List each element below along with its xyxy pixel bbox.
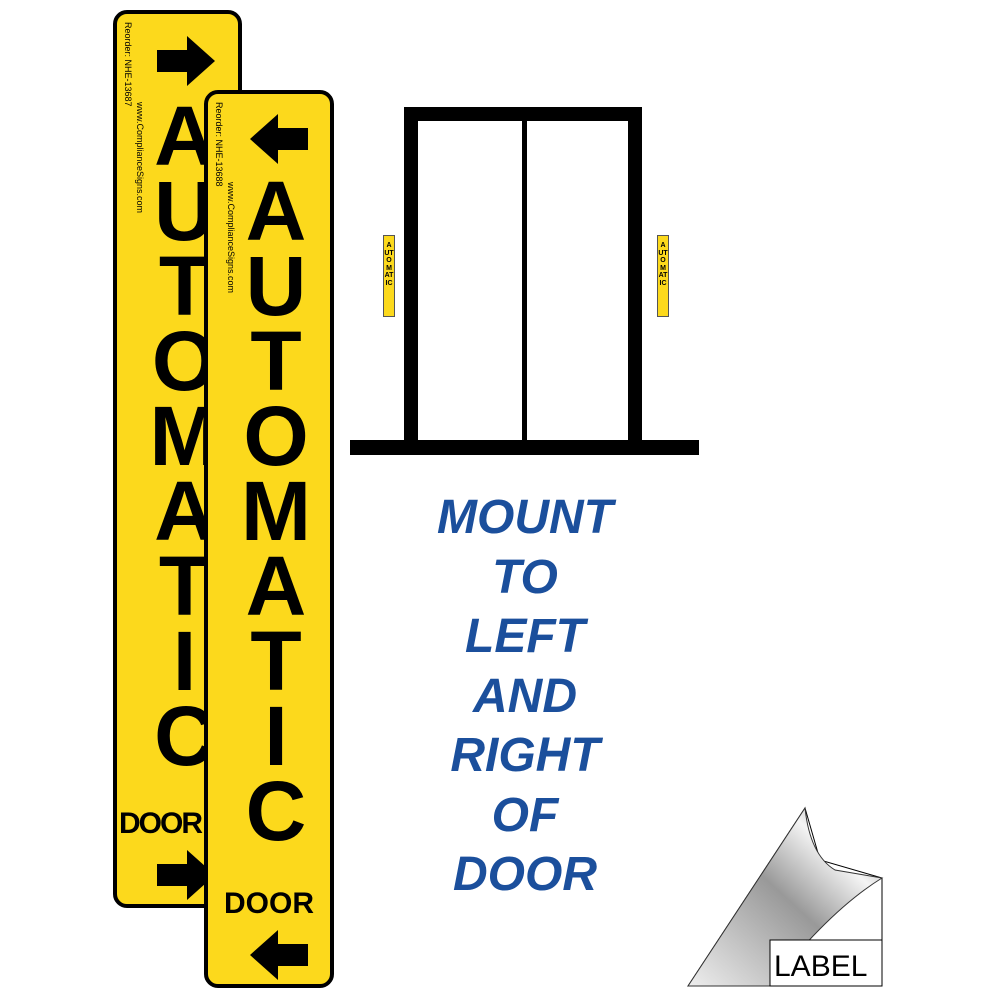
letter: C — [245, 764, 307, 858]
right-arrow-icon — [157, 36, 215, 86]
instruction-line: AND — [473, 669, 577, 723]
letter: T — [158, 239, 211, 333]
reorder-number: Reorder: NHE-13687 — [123, 22, 133, 107]
website: www.ComplianceSigns.com — [135, 102, 145, 214]
sign-letters: A U T O M A T I C — [226, 164, 326, 858]
letter: T — [250, 614, 302, 708]
letter: U — [245, 239, 307, 333]
mini-sign-right: AUTOMATIC — [657, 235, 669, 317]
automatic-door-sign-left-arrow: Reorder: NHE-13688 www.ComplianceSigns.c… — [204, 90, 334, 988]
letter: A — [245, 539, 307, 633]
mini-sign-text: AUTOMATIC — [658, 242, 668, 287]
instruction-line: OF — [491, 788, 559, 842]
label-peel-icon — [687, 806, 884, 987]
instruction-line: TO — [492, 550, 558, 604]
instruction-line: MOUNT — [437, 491, 613, 544]
door-label: DOOR — [224, 887, 314, 920]
letter: T — [158, 539, 211, 633]
instruction-line: LEFT — [465, 610, 585, 663]
left-arrow-icon — [250, 930, 308, 980]
letter: A — [245, 164, 307, 258]
left-arrow-icon — [250, 114, 308, 164]
instruction-line: DOOR — [453, 848, 597, 901]
mini-sign-left: AUTOMATIC — [383, 235, 395, 317]
mini-sign-text: AUTOMATIC — [384, 242, 394, 287]
label-badge-text: LABEL — [774, 950, 868, 983]
letter: O — [243, 389, 309, 483]
door-label: DOOR — [119, 807, 203, 840]
letter: I — [264, 689, 288, 783]
letter: T — [250, 314, 302, 408]
instruction-line: RIGHT — [450, 729, 600, 782]
door-center-line — [522, 110, 527, 445]
floor-line — [350, 440, 699, 455]
letter: M — [241, 464, 311, 558]
mounting-instructions: MOUNT TO LEFT AND RIGHT OF DOOR — [380, 488, 670, 905]
reorder-number: Reorder: NHE-13688 — [214, 102, 224, 187]
letter: I — [172, 614, 197, 708]
door-frame — [404, 107, 642, 447]
right-arrow-icon — [157, 850, 215, 900]
website: www.ComplianceSigns.com — [226, 182, 236, 294]
